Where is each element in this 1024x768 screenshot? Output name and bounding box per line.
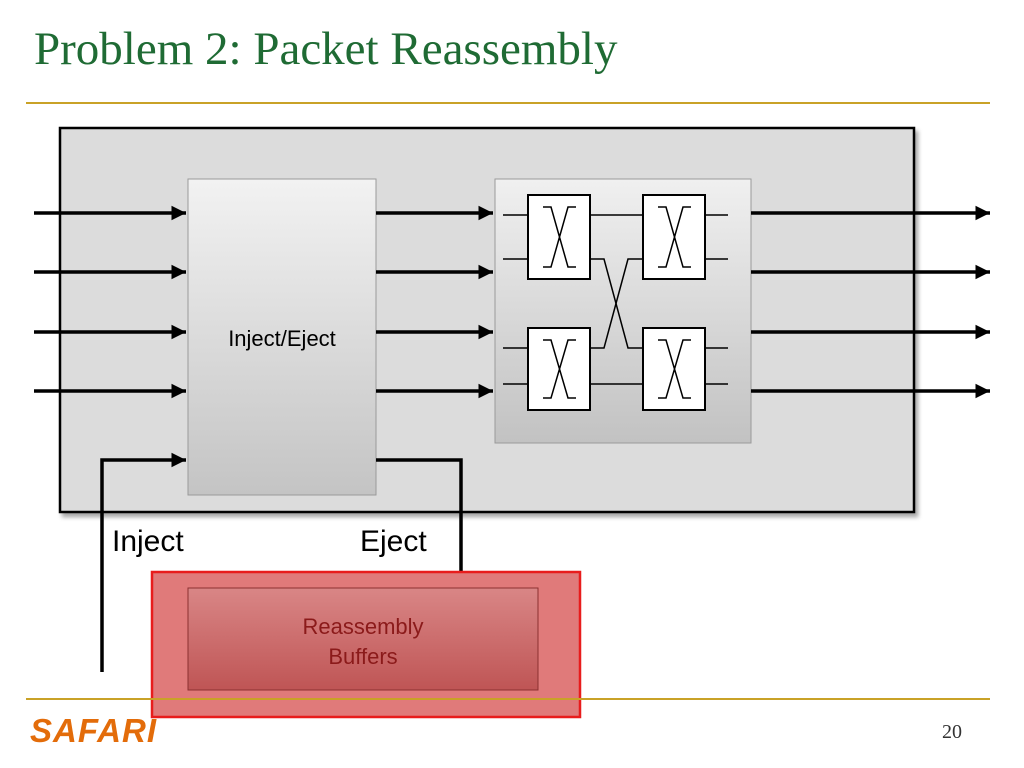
page-number: 20 [942,721,962,743]
switch-wires [503,214,728,385]
slide-title: Problem 2: Packet Reassembly [34,23,618,75]
inject-path-arrow [100,452,186,672]
title-divider [26,102,990,104]
reassembly-buffers-block [187,587,539,691]
switch-element-4 [642,327,706,411]
internal-arrows [376,205,493,399]
inject-eject-label: Inject/Eject [228,326,336,351]
buffer-label-line2: Buffers [328,644,397,669]
switch-element-2 [642,194,706,280]
eject-label: Eject [360,525,427,558]
inject-label: Inject [112,525,184,558]
inject-eject-block [187,178,377,496]
buffer-label-line1: Reassembly [302,614,423,639]
footer-divider [26,698,990,700]
switch-element-1 [527,194,591,280]
eject-path-arrow [376,458,469,586]
input-arrows [34,205,186,399]
output-arrows [751,205,990,399]
safari-logo: SAFARI [30,712,158,749]
switch-element-3 [527,327,591,411]
